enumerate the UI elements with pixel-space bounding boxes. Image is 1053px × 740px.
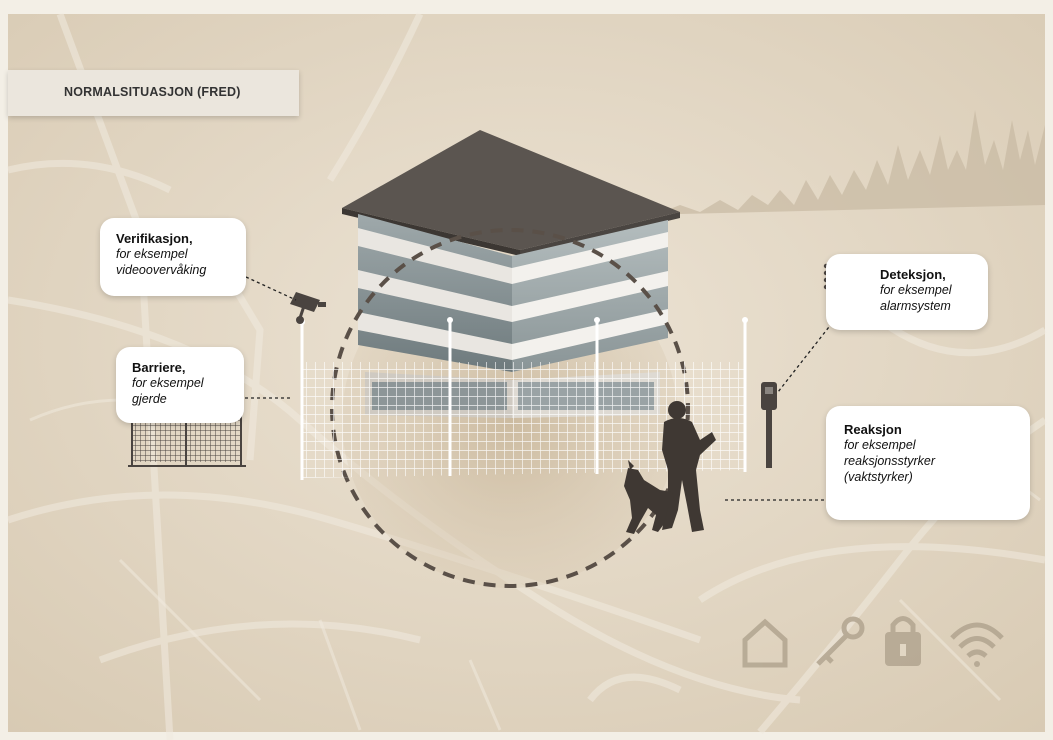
reaction-line1: for eksempel [844, 438, 916, 453]
padlock-icon [885, 616, 921, 666]
barrier-line1: for eksempel [132, 376, 204, 391]
security-camera-icon [290, 292, 326, 324]
alarm-keypad-post-icon [761, 382, 777, 468]
connector-lines [245, 276, 837, 501]
treeline [640, 110, 1045, 215]
detection-line1: for eksempel [880, 283, 952, 298]
reaction-line2: reaksjonsstyrker [844, 453, 935, 468]
verification-label: Verifikasjon, for eksempel videoovervåki… [100, 218, 246, 296]
detection-line2: alarmsystem [880, 298, 951, 313]
bottom-icons [742, 616, 1004, 668]
guard-and-dog-silhouette [624, 401, 716, 534]
verification-title: Verifikasjon, [116, 231, 193, 246]
barrier-label: Barriere, for eksempel gjerde [116, 347, 244, 423]
key-icon [816, 616, 865, 666]
detection-label: Deteksjon, for eksempel alarmsystem [826, 254, 988, 330]
house-icon [742, 618, 788, 668]
verification-line2: videoovervåking [116, 262, 207, 277]
scenario-tab[interactable]: NORMALSITUASJON (FRED) [8, 70, 299, 116]
wifi-icon [950, 622, 1004, 667]
fence [299, 317, 748, 480]
reaction-label: Reaksjon for eksempel reaksjonsstyrker (… [826, 406, 1030, 520]
fence-icon [128, 408, 246, 467]
barrier-title: Barriere, [132, 360, 186, 375]
reaction-line3: (vaktstyrker) [844, 469, 913, 484]
detection-title: Deteksjon, [880, 267, 946, 282]
reaction-title: Reaksjon [844, 422, 902, 437]
barrier-line2: gjerde [132, 391, 167, 406]
scenario-tab-label: NORMALSITUASJON (FRED) [64, 85, 241, 99]
verification-line1: for eksempel [116, 247, 188, 262]
